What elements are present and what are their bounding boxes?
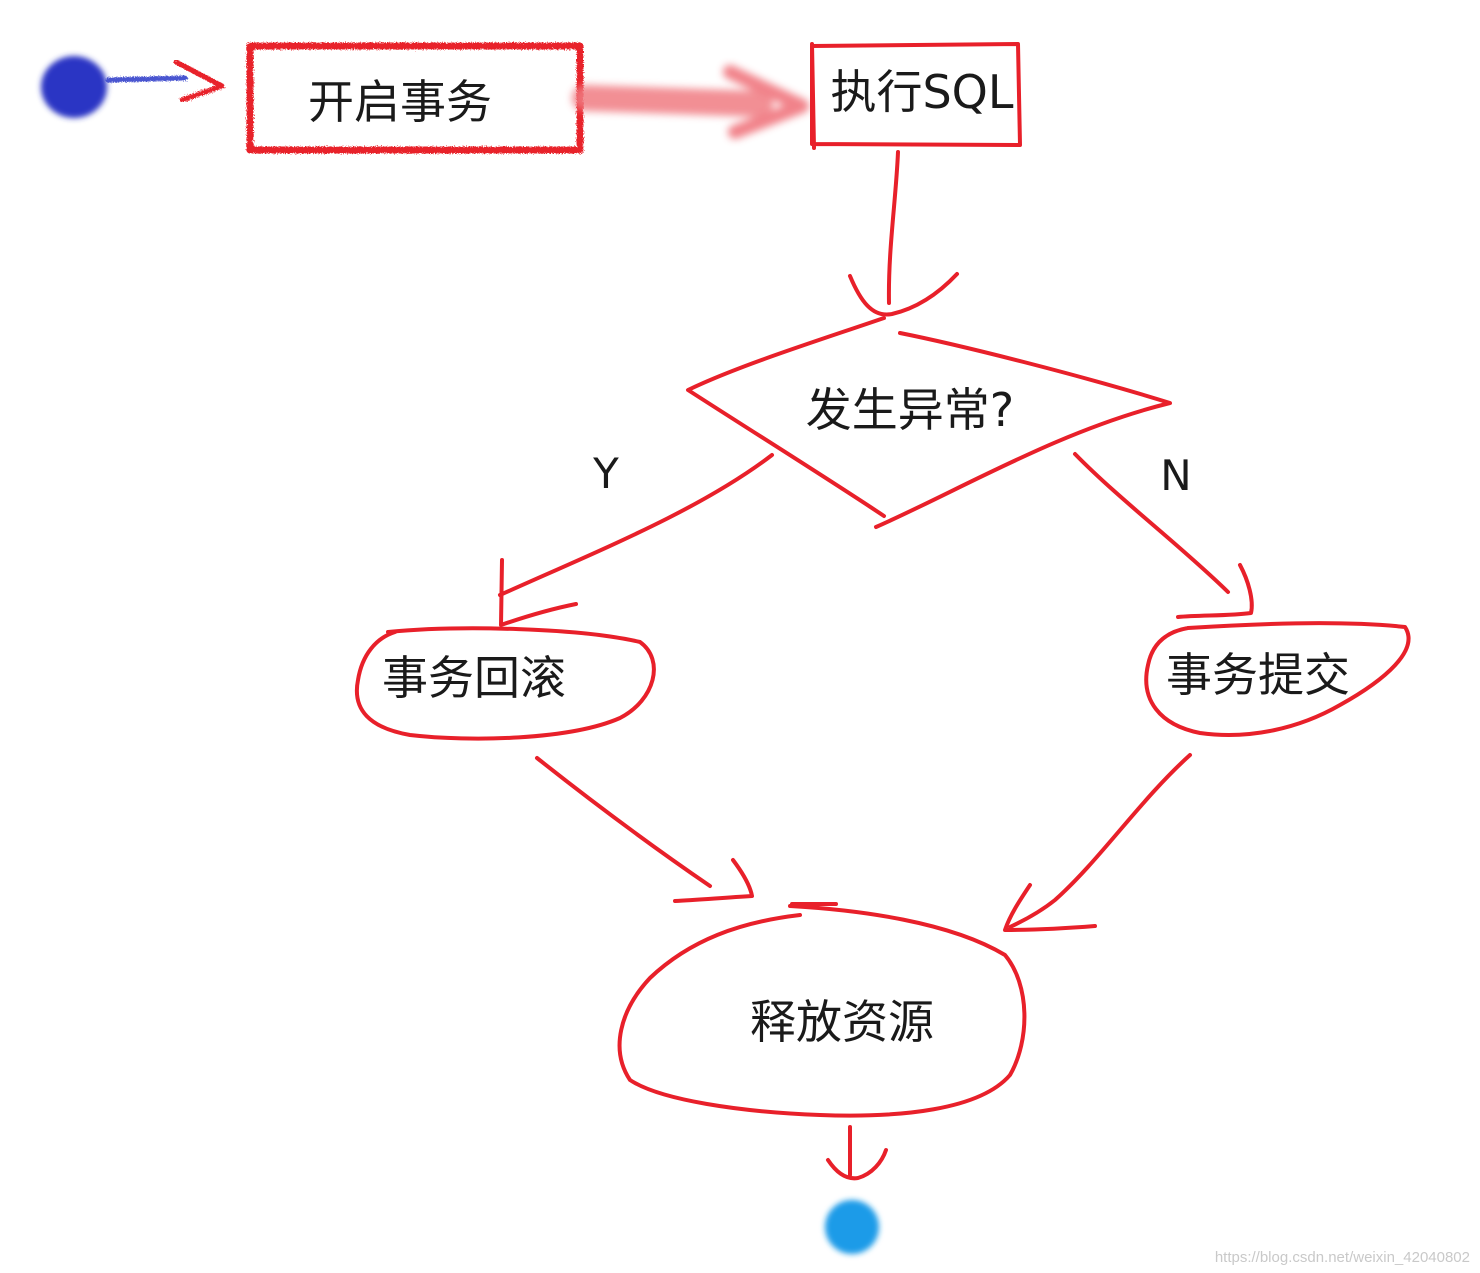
no-branch-label: N (1160, 451, 1191, 500)
yes-branch-label: Y (592, 449, 619, 498)
exception-decision-diamond (686, 316, 1172, 529)
exception-decision-label: 发生异常? (806, 383, 1014, 437)
arrow-start-to-begin (105, 59, 225, 103)
arrow-release-to-end (826, 1125, 888, 1181)
arrow-rollback-to-release (535, 756, 754, 903)
rollback-label: 事务回滚 (382, 651, 566, 705)
arrow-commit-to-release (1003, 753, 1192, 932)
arrow-begin-to-execute (572, 65, 809, 139)
end-node (825, 1200, 879, 1254)
release-resources-label: 释放资源 (750, 995, 934, 1049)
arrow-decision-to-commit (1073, 452, 1254, 619)
start-node (41, 56, 107, 118)
commit-label: 事务提交 (1166, 648, 1350, 702)
begin-transaction-label: 开启事务 (308, 75, 492, 129)
commit-node-shape (1144, 621, 1411, 737)
watermark: https://blog.csdn.net/weixin_42040802 (1215, 1249, 1470, 1266)
arrow-decision-to-rollback (498, 453, 774, 627)
execute-sql-box (810, 42, 1022, 150)
arrow-execute-to-decision (848, 150, 959, 317)
execute-sql-label: 执行SQL (830, 65, 1013, 119)
rollback-node-shape (354, 626, 656, 741)
release-resources-node-shape (617, 904, 1027, 1118)
